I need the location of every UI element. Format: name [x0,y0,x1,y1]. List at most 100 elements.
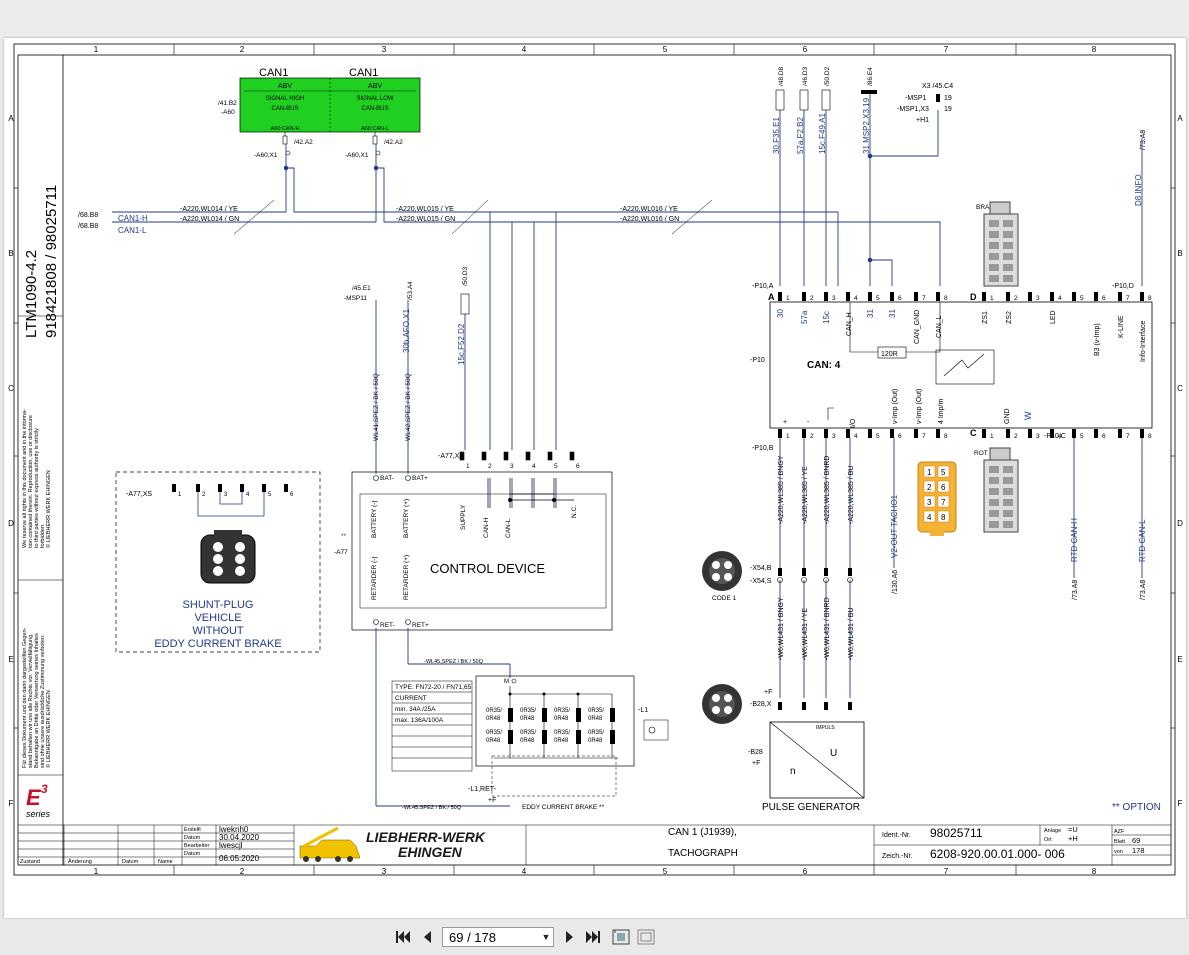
abv-label: ABV [368,83,382,90]
can-bus-label: CAN-BUS [361,106,388,112]
code1-connector-icon [702,551,742,591]
first-page-button[interactable] [394,928,412,946]
f49-label: 15c.F49.A1 [818,113,827,154]
ref-48d8: /48.D8 [778,66,785,86]
svg-text:8: 8 [944,295,948,302]
a60-label: -A60 [221,109,235,116]
x54s-label: -X54,S [750,578,772,585]
svg-text:7: 7 [941,498,946,507]
braun-connector-icon [983,201,1019,287]
bat-minus-label: BAT- [380,475,394,482]
tb-date2: 06.05.2020 [219,854,260,863]
msp1-label: -MSP1 [905,95,927,102]
viewer-top-bar [0,0,1189,38]
svg-text:4: 4 [246,492,250,498]
svg-text:5: 5 [268,492,272,498]
wire-label: -W6,WL431 / YE [802,608,809,660]
fit-page-button[interactable] [612,928,630,946]
svg-text:8: 8 [1148,295,1152,302]
svg-text:5: 5 [1080,295,1084,302]
can4-label: CAN: 4 [807,360,841,371]
resistor-label: 0R35/ [486,708,502,714]
page-number-select[interactable]: 69 / 178 ▼ [442,927,554,947]
ref-50d3: /50.D3 [462,266,469,286]
x54b-label: -X54,B [750,565,772,572]
wire-label: -A220,WL016 / GN [620,216,679,223]
svg-text:1: 1 [466,463,470,470]
copyright-en-line: forbidden. [40,523,46,548]
resistor-label: 0R48 [486,738,501,744]
last-page-button[interactable] [584,928,602,946]
a-pin-label: CAN_L [936,315,943,338]
pin-19: 19 [944,95,952,102]
next-page-button[interactable] [561,928,579,946]
ref-50d2: /50.D2 [824,66,831,86]
copyright-en-line: tion contained therein. Reproduction, us… [28,415,34,548]
svg-text:7: 7 [1126,433,1130,440]
svg-text:3: 3 [832,295,836,302]
company-name-line: LIEBHERR-WERK [366,829,486,845]
svg-text:3: 3 [510,463,514,470]
anlage-label: Anlage [1044,828,1061,834]
svg-text:-: - [807,419,810,426]
d8info-label: D8 INFO [1134,174,1143,206]
row-label: B [1177,249,1182,258]
model-label: LTM1090-4.2 [23,250,40,338]
option-label: ** OPTION [1112,802,1161,813]
svg-text:5: 5 [876,433,880,440]
a77x-label: -A77,X [438,453,460,460]
von-label: von [1114,849,1123,855]
pin-label: RETARDER (+) [403,555,410,600]
ident-value: 98025711 [930,826,983,840]
ref-86e4: /86.E4 [867,67,874,86]
svg-text:7: 7 [922,433,926,440]
tb-zustand: Zustand [20,859,40,865]
col-label: 7 [944,867,949,876]
wire-label: -WL45,SPEZ / BK / 50Q [424,659,484,665]
signal-high-label: SIGNAL HIGH [266,96,304,102]
svg-text:7: 7 [922,295,926,302]
resistor-label: 0R48 [588,716,603,722]
pulse-generator-label: PULSE GENERATOR [762,802,860,813]
resistor-label: 0R48 [486,716,501,722]
option-star: ** [341,533,347,540]
schematic-drawing: 1 2 3 4 5 6 7 8 1 2 3 4 5 6 7 8 A B C D … [8,43,1183,876]
blatt-label: Blatt [1114,839,1125,845]
abv-label: ABV [278,83,292,90]
shunt-text-line: VEHICLE [194,612,241,624]
l1ret-label: -L1,RET- [468,786,497,793]
col-label: 4 [522,867,527,876]
svg-text:6: 6 [1102,295,1106,302]
b28x-label: -B28,X [750,701,772,708]
control-device-title: CONTROL DEVICE [430,561,545,576]
previous-page-button[interactable] [418,928,436,946]
col-label: 5 [663,867,668,876]
ret-minus-label: RET- [380,622,395,629]
fit-page-icon [612,929,630,945]
shunt-text-line: SHUNT-PLUG [183,599,254,611]
page-view-button[interactable] [637,928,655,946]
a77xs-label: -A77,XS [126,491,152,498]
f35-label: 30.F35.E1 [772,117,781,154]
a-pin-label: 30 [776,309,785,318]
control-device-box [351,471,613,631]
ref-46d3: /46.D3 [802,66,809,86]
d-pin-label: Info-Interface [1140,321,1147,362]
row-label: F [9,799,14,808]
type-table-row: min. 34A /25A [395,706,436,713]
svg-text:6: 6 [898,295,902,302]
ref-73a8: /73.A8 [1072,580,1079,600]
single-page-view-icon [637,929,655,945]
svg-text:6: 6 [1102,433,1106,440]
wire-label: -W6,WL431 / BNGY [778,597,785,660]
ref-42a2: /42.A2 [294,139,313,146]
resistor-label: 0R35/ [486,730,502,736]
afo-label: 30b,AFO.X1 [402,308,411,353]
l1-label: -L1 [638,707,648,714]
svg-text:2: 2 [927,483,932,492]
rtd-l-label: RTD CAN-L [1138,519,1147,562]
ident-label: Ident.-Nr. [882,832,911,839]
svg-text:2: 2 [810,295,814,302]
svg-text:2: 2 [1014,433,1018,440]
von-value: 178 [1132,846,1145,855]
